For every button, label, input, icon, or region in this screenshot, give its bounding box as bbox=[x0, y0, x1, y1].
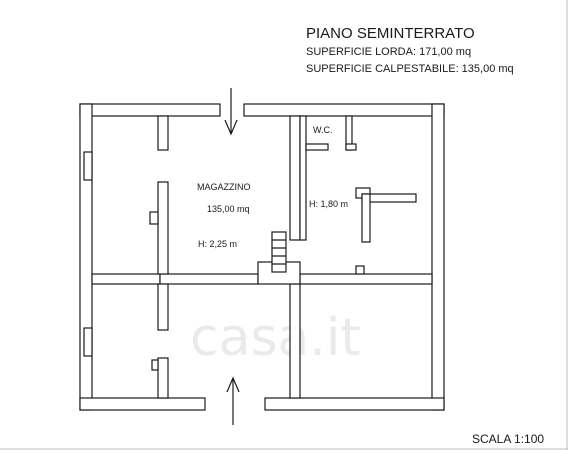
wc-wall-base bbox=[345, 143, 357, 151]
wall-mid-left-b bbox=[159, 273, 259, 285]
wall-top-left bbox=[79, 103, 221, 117]
pier-top bbox=[157, 115, 169, 151]
partition-right-stub bbox=[355, 265, 365, 275]
wc-wall-left bbox=[299, 115, 307, 241]
entrance-arrow-bottom bbox=[226, 376, 240, 425]
window-left-upper bbox=[83, 151, 93, 181]
plan-title: PIANO SEMINTERRATO bbox=[306, 25, 475, 42]
wall-left bbox=[79, 103, 93, 411]
gross-area-label: SUPERFICIE LORDA: 171,00 mq bbox=[306, 46, 471, 58]
partition-right-vertical bbox=[361, 193, 371, 243]
room-height-left: H: 2,25 m bbox=[198, 239, 237, 249]
stair-steps bbox=[272, 239, 286, 265]
room-label-wc: W.C. bbox=[313, 125, 333, 135]
wall-top-right bbox=[243, 103, 445, 117]
wall-mid-right bbox=[299, 273, 433, 285]
watermark-logo: casa.it bbox=[190, 308, 361, 368]
room-label-magazzino: MAGAZZINO bbox=[197, 182, 251, 192]
room-height-right: H: 1,80 m bbox=[309, 199, 348, 209]
wall-bottom-right bbox=[264, 397, 445, 411]
wall-center-lower bbox=[289, 283, 301, 399]
wall-right bbox=[431, 103, 445, 411]
net-area-label: SUPERFICIE CALPESTABILE: 135,00 mq bbox=[306, 63, 514, 75]
scale-label: SCALA 1:100 bbox=[472, 432, 544, 446]
stair-flight bbox=[271, 231, 287, 273]
pier-lower-mid bbox=[157, 283, 169, 331]
pier-upper-mid bbox=[157, 181, 169, 275]
room-area-magazzino: 135,00 mq bbox=[207, 204, 250, 214]
entrance-arrow-top bbox=[224, 88, 238, 136]
wc-fixture bbox=[305, 143, 329, 151]
wall-mid-left-a bbox=[91, 273, 161, 285]
window-left-lower bbox=[83, 327, 93, 357]
wall-center-upper bbox=[289, 115, 301, 241]
column-stub-1 bbox=[149, 211, 159, 225]
wall-bottom-left bbox=[79, 397, 206, 411]
column-stub-2 bbox=[151, 359, 159, 371]
pier-bottom bbox=[157, 357, 169, 399]
